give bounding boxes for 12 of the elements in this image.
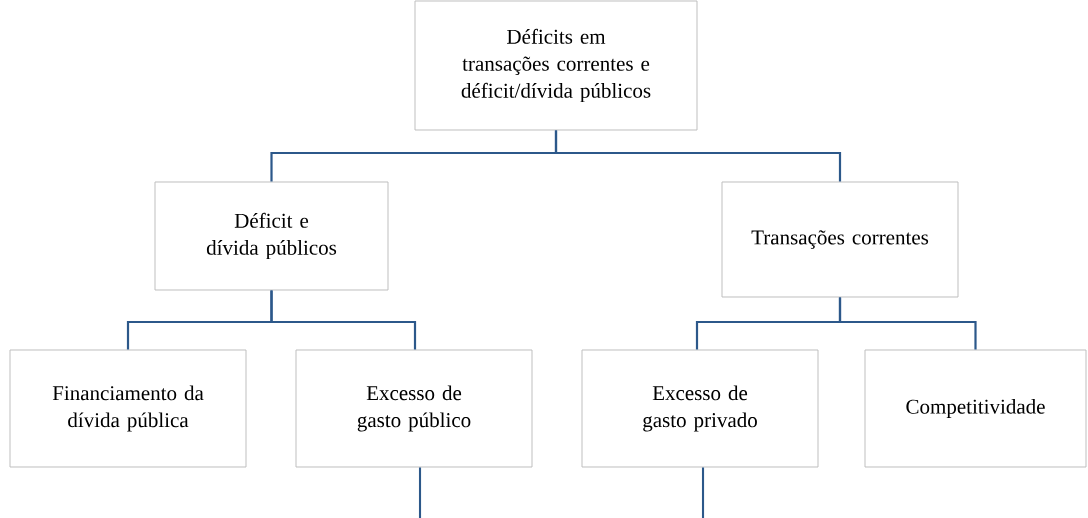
text-box: Competitividade: [864, 349, 1087, 468]
connector-line: [554, 130, 842, 182]
connector-line: [838, 297, 977, 350]
text-box: Déficit e dívida públicos: [154, 181, 389, 291]
text-box: Déficits em transações correntes e déficit/dívida públicos: [414, 0, 698, 131]
text-box: Excesso de gasto privado: [581, 349, 819, 468]
connector-line: [270, 290, 417, 350]
text-box: Financiamento da dívida pública: [9, 349, 247, 468]
text-box: Excesso de gasto público: [295, 349, 533, 468]
connector-line: [701, 467, 705, 518]
text-box: Transações correntes: [721, 181, 959, 298]
connector-line: [418, 467, 422, 518]
